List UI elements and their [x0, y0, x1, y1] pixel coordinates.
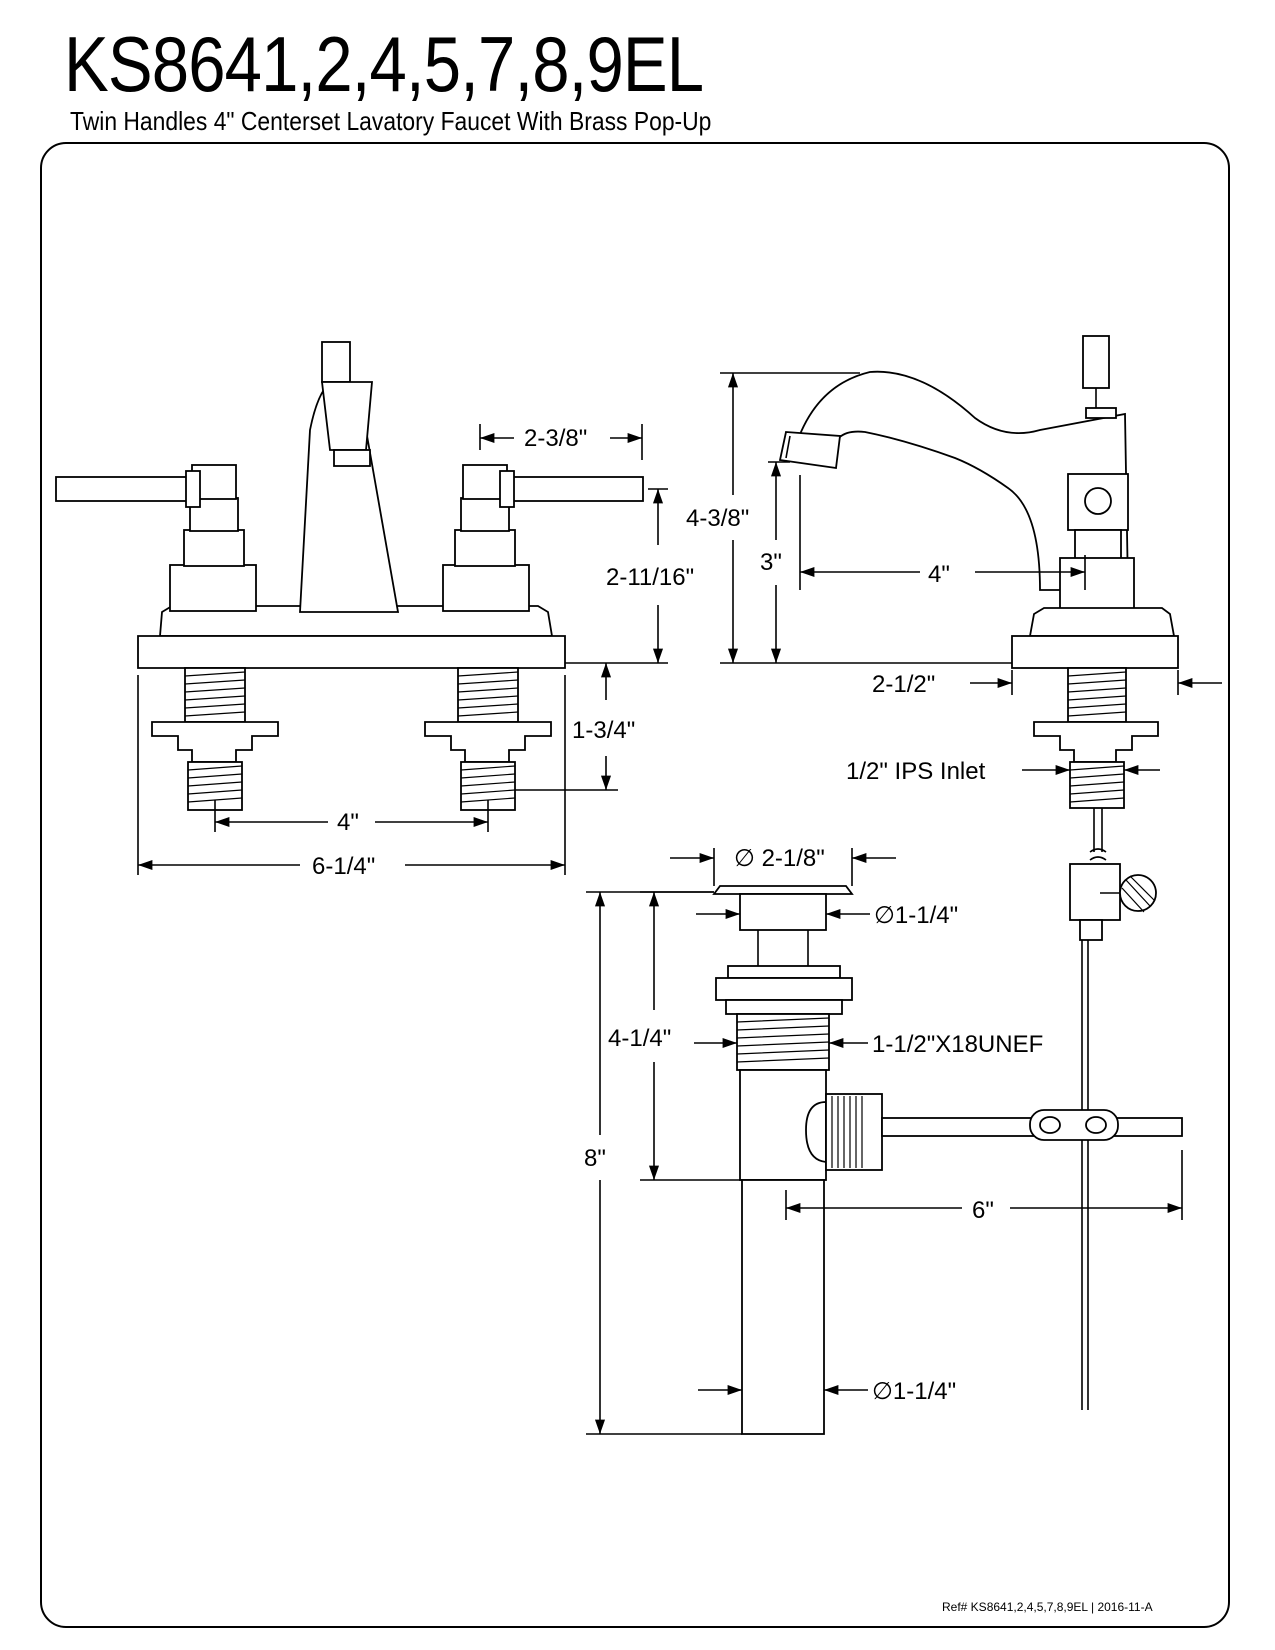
page-title: KS8641,2,4,5,7,8,9EL	[64, 20, 704, 108]
reference-code: Ref# KS8641,2,4,5,7,8,9EL | 2016-11-A	[942, 1600, 1153, 1614]
front-view-faucet	[55, 341, 644, 811]
dim-body-height: 4-1/4"	[608, 1025, 671, 1052]
dim-stopper-diameter: ∅1-1/4"	[874, 902, 958, 929]
dim-spout-reach: 4"	[928, 561, 950, 588]
dim-tailpiece-diameter: ∅1-1/4"	[872, 1378, 956, 1405]
popup-dimensions	[586, 848, 1183, 1435]
dim-overall-length: 8"	[584, 1145, 606, 1172]
dim-shank-length: 1-3/4"	[572, 717, 635, 744]
dim-overall-width: 6-1/4"	[312, 853, 375, 880]
dim-flange-diameter: ∅ 2-1/8"	[734, 845, 825, 872]
popup-drain	[712, 863, 1183, 1435]
dim-center-spacing: 4"	[337, 809, 359, 836]
dim-handle-offset: 2-3/8"	[524, 425, 587, 452]
dim-thread-spec: 1-1/2"X18UNEF	[872, 1031, 1043, 1058]
drawing-frame	[40, 142, 1230, 1628]
dim-handle-height: 2-11/16"	[606, 564, 694, 591]
dim-overall-height: 4-3/8"	[686, 505, 749, 532]
dim-spout-height: 3"	[760, 549, 782, 576]
dim-rod-length: 6"	[972, 1197, 994, 1224]
side-view-dimensions	[720, 372, 1222, 776]
page-subtitle: Twin Handles 4" Centerset Lavatory Fauce…	[70, 106, 712, 136]
dim-base-depth: 2-1/2"	[872, 671, 935, 698]
front-view-dimensions	[137, 424, 668, 875]
side-view-faucet	[778, 335, 1179, 1410]
dim-inlet: 1/2" IPS Inlet	[846, 758, 986, 785]
